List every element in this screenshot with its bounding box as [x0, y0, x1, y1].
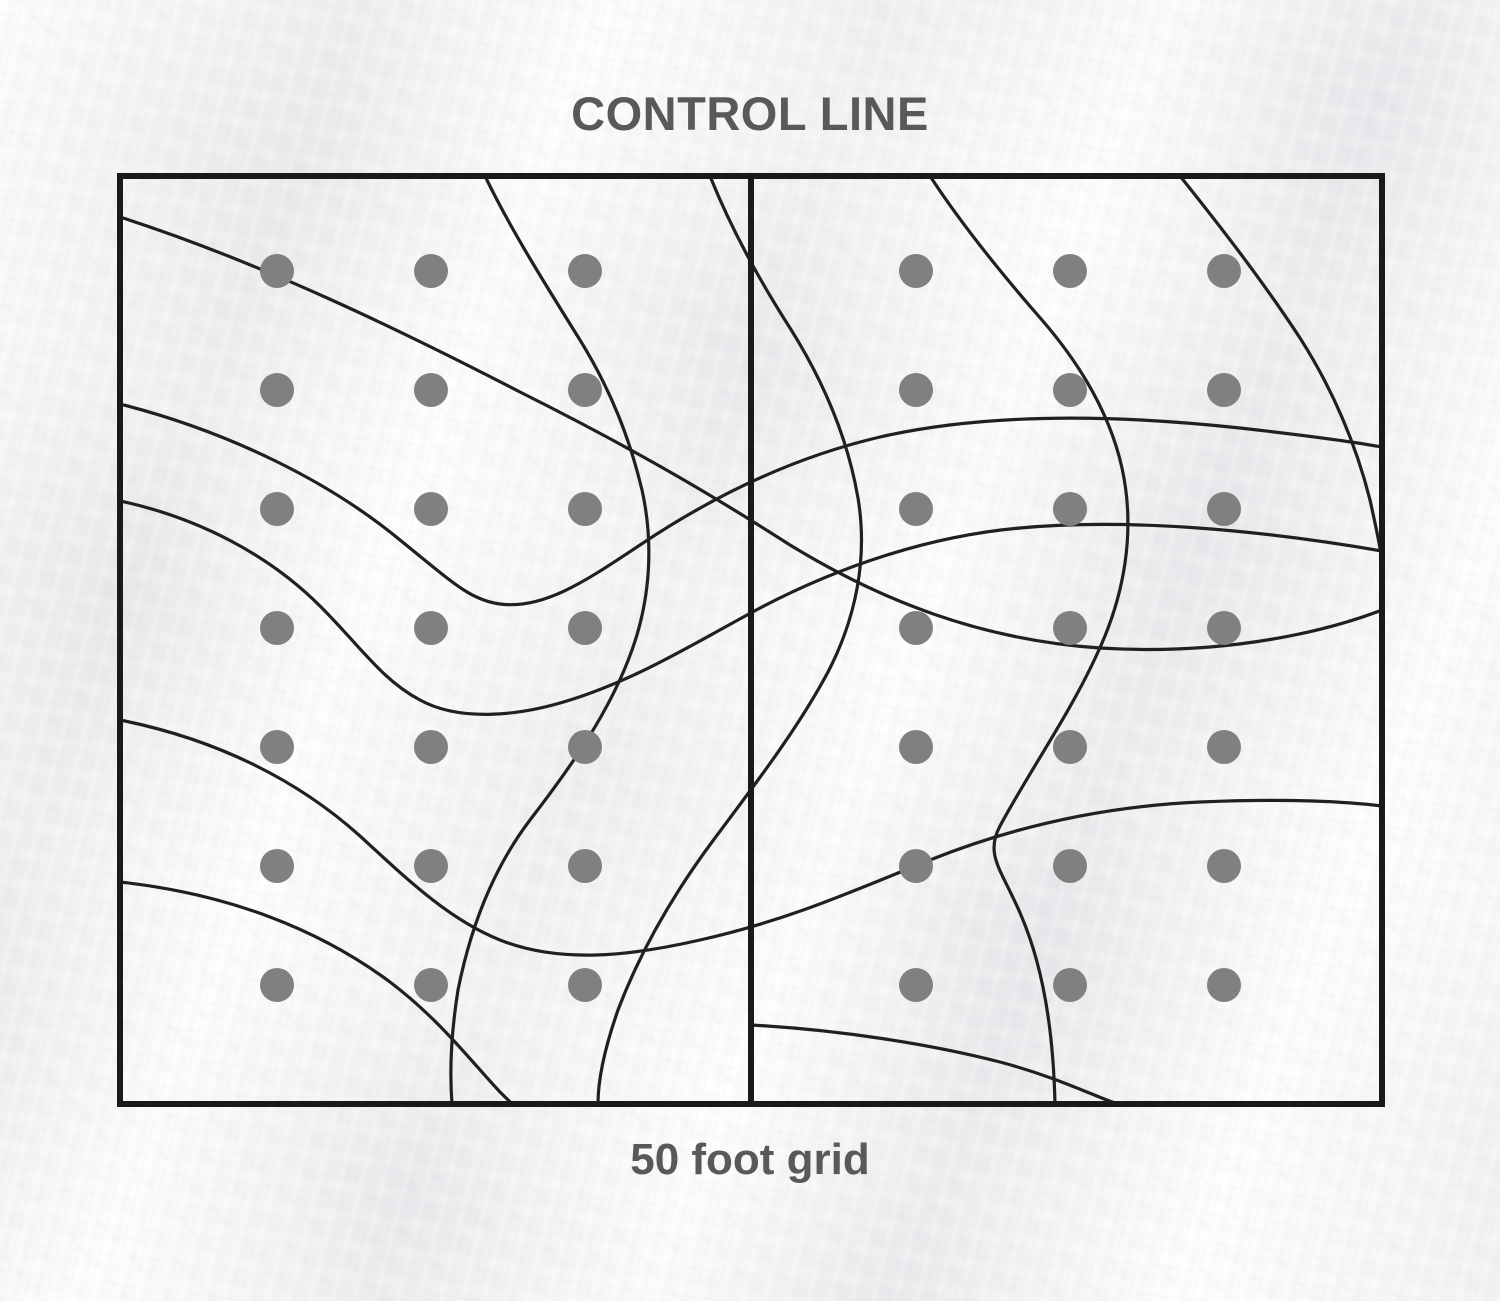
grid-stake-dot	[1053, 611, 1087, 645]
grid-stake-dot	[260, 492, 294, 526]
grid-stake-dot	[1207, 730, 1241, 764]
contour-line	[449, 176, 651, 1104]
contour-line	[1178, 176, 1382, 568]
grid-stake-dot	[1207, 968, 1241, 1002]
grid-stake-dot	[1207, 849, 1241, 883]
grid-stake-dot	[899, 730, 933, 764]
grid-stake-dot	[414, 492, 448, 526]
grid-scale-caption: 50 foot grid	[630, 1135, 870, 1184]
grid-stake-dot	[260, 373, 294, 407]
contour-line-group	[120, 176, 1382, 1104]
grid-stake-dot	[414, 254, 448, 288]
grid-stake-dot	[414, 373, 448, 407]
grid-stake-dot	[899, 849, 933, 883]
grid-stake-dot	[1053, 730, 1087, 764]
grid-stake-dot	[899, 254, 933, 288]
grid-stake-dot	[899, 373, 933, 407]
grid-stake-dot	[1053, 373, 1087, 407]
grid-stake-dot	[1053, 849, 1087, 883]
grid-stake-dot	[899, 492, 933, 526]
grid-stake-dot	[414, 730, 448, 764]
grid-stake-dot	[1053, 968, 1087, 1002]
grid-stake-dot	[568, 611, 602, 645]
grid-stake-dot	[568, 730, 602, 764]
contour-line	[120, 499, 1382, 716]
page-title: CONTROL LINE	[571, 87, 929, 140]
grid-stake-dot	[260, 254, 294, 288]
contour-line	[120, 402, 1382, 607]
grid-stake-dot	[414, 968, 448, 1002]
grid-stake-dot	[568, 968, 602, 1002]
grid-stake-dot	[414, 611, 448, 645]
contour-line	[120, 880, 515, 1104]
grid-stake-dot	[260, 730, 294, 764]
grid-stake-dot	[568, 492, 602, 526]
grid-stake-dot	[568, 849, 602, 883]
contour-line	[928, 176, 1130, 1104]
grid-stake-dot	[568, 254, 602, 288]
grid-stake-dot	[568, 373, 602, 407]
grid-stake-dot	[414, 849, 448, 883]
grid-stake-dot	[899, 968, 933, 1002]
grid-stake-dot	[1053, 254, 1087, 288]
grid-stake-dot	[260, 968, 294, 1002]
contour-line	[749, 1023, 1120, 1104]
contour-line	[596, 176, 864, 1104]
grid-stake-dot	[260, 849, 294, 883]
grid-stake-dot	[899, 611, 933, 645]
grid-stake-dot	[1207, 492, 1241, 526]
grid-stake-dot-group	[260, 254, 1241, 1002]
grid-stake-dot	[1207, 373, 1241, 407]
grid-stake-dot	[1053, 492, 1087, 526]
grid-stake-dot	[260, 611, 294, 645]
grid-stake-dot	[1207, 254, 1241, 288]
contour-line	[120, 215, 1382, 652]
contour-line	[120, 718, 1382, 957]
grid-stake-dot	[1207, 611, 1241, 645]
